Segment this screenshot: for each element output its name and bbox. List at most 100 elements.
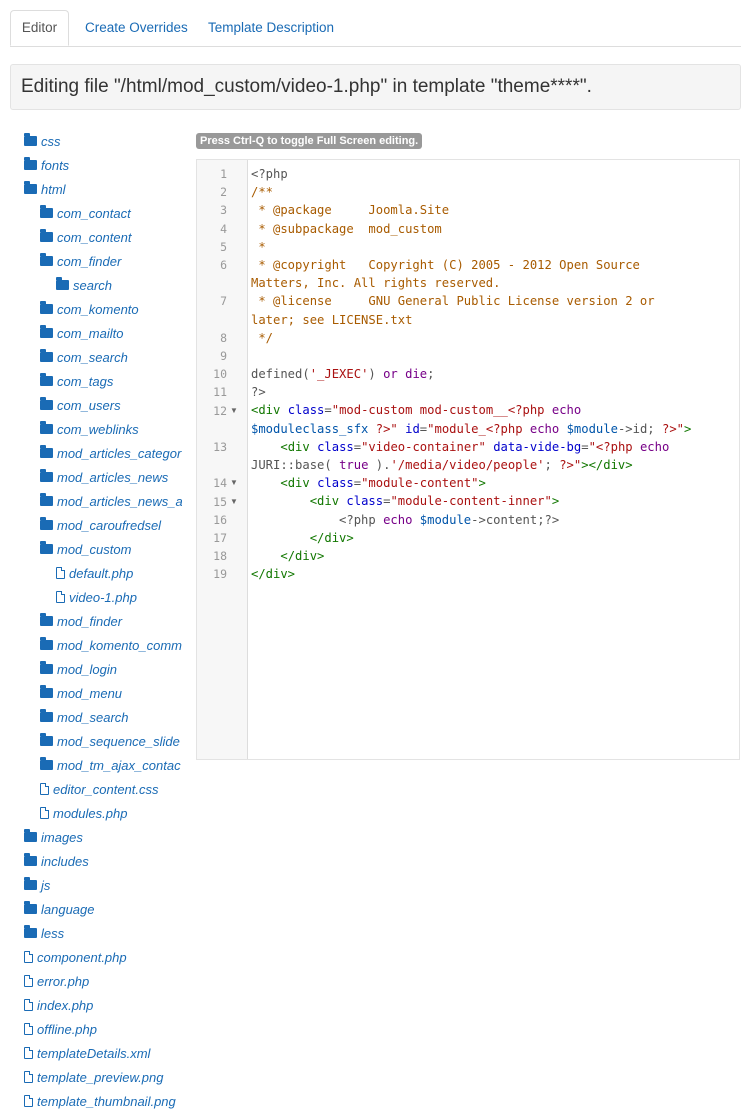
tree-item[interactable]: mod_sequence_slide <box>40 732 182 752</box>
folder-icon <box>40 253 53 267</box>
tree-item-label: editor_content.css <box>53 782 159 797</box>
tree-item[interactable]: index.php <box>24 996 182 1016</box>
code-token: = <box>581 439 589 454</box>
code-line: $moduleclass_sfx ?>" id="module_<?php ec… <box>251 420 737 438</box>
code-token: = <box>419 421 428 436</box>
line-number: 4 <box>220 221 227 236</box>
file-icon <box>56 567 65 580</box>
tree-item[interactable]: mod_search <box>40 708 182 728</box>
tree-item[interactable]: mod_finder <box>40 612 182 632</box>
folder-icon <box>40 709 53 723</box>
tree-item[interactable]: com_weblinks <box>40 420 182 440</box>
code-token: JURI::base( <box>251 458 340 472</box>
tree-item-label: mod_caroufredsel <box>57 518 162 533</box>
code-line: ?> <box>251 383 737 401</box>
line-number: 9 <box>220 349 227 363</box>
tab-editor[interactable]: Editor <box>10 10 69 46</box>
tree-item[interactable]: language <box>24 900 182 920</box>
tree-item[interactable]: css <box>24 132 182 152</box>
folder-icon <box>40 517 53 531</box>
fold-arrow-icon[interactable]: ▼ <box>230 496 238 506</box>
code-token: ->content;?> <box>471 512 560 527</box>
tree-item[interactable]: modules.php <box>40 804 182 824</box>
folder-icon <box>24 853 37 867</box>
tree-item[interactable]: mod_tm_ajax_contac <box>40 756 182 776</box>
tree-item[interactable]: less <box>24 924 182 944</box>
tree-item[interactable]: template_thumbnail.png <box>24 1092 182 1112</box>
tree-item[interactable]: com_finder <box>40 252 182 272</box>
tree-item[interactable]: component.php <box>24 948 182 968</box>
folder-icon <box>40 325 53 339</box>
tree-item[interactable]: editor_content.css <box>40 780 182 800</box>
tree-item[interactable]: com_tags <box>40 372 182 392</box>
tree-item[interactable]: includes <box>24 852 182 872</box>
line-number: 2 <box>220 185 227 200</box>
tree-item[interactable]: com_contact <box>40 204 182 224</box>
tree-item[interactable]: mod_login <box>40 660 182 680</box>
code-token: echo <box>383 512 413 527</box>
tree-item[interactable]: mod_articles_news <box>40 468 182 488</box>
code-area[interactable]: <?php/** * @package Joomla.Site * @subpa… <box>251 165 737 583</box>
folder-icon <box>40 541 53 555</box>
tree-item[interactable]: com_content <box>40 228 182 248</box>
code-token: </div> <box>251 567 296 582</box>
tree-item-label: default.php <box>69 566 134 581</box>
tree-item[interactable]: images <box>24 828 182 848</box>
folder-icon <box>40 637 53 651</box>
fold-arrow-icon[interactable]: ▼ <box>230 478 238 488</box>
tree-item[interactable]: com_mailto <box>40 324 182 344</box>
folder-icon <box>40 349 53 363</box>
tree-item[interactable]: video-1.php <box>56 588 182 608</box>
code-token: data-vide-bg <box>493 439 582 454</box>
tree-item[interactable]: mod_custom <box>40 540 182 560</box>
tab-create-overrides[interactable]: Create Overrides <box>85 20 188 35</box>
code-line: </div> <box>251 529 737 547</box>
tree-item[interactable]: mod_caroufredsel <box>40 516 182 536</box>
code-token: > <box>551 494 560 509</box>
tree-item[interactable]: search <box>56 276 182 296</box>
line-number: 13 <box>213 440 227 454</box>
tree-item[interactable]: com_search <box>40 348 182 368</box>
tree-item[interactable]: mod_menu <box>40 684 182 704</box>
code-token <box>251 476 280 490</box>
code-token: ). <box>368 458 391 472</box>
code-token: ?>" <box>559 458 582 472</box>
line-number: 3 <box>220 203 227 218</box>
tree-item[interactable]: offline.php <box>24 1020 182 1040</box>
tree-item[interactable]: error.php <box>24 972 182 992</box>
tree-item-label: com_contact <box>57 206 131 221</box>
tree-item[interactable]: js <box>24 876 182 896</box>
code-token: <div <box>309 494 340 509</box>
tree-item[interactable]: default.php <box>56 564 182 584</box>
folder-icon <box>40 685 53 699</box>
fold-arrow-icon[interactable]: ▼ <box>230 405 238 415</box>
tree-item-label: template_preview.png <box>37 1070 164 1085</box>
code-token: "module-content" <box>361 476 479 491</box>
tree-item-label: mod_finder <box>57 614 123 629</box>
tree-item[interactable]: mod_articles_news_a <box>40 492 182 512</box>
folder-icon <box>24 901 37 915</box>
code-line: * @subpackage mod_custom <box>251 220 737 238</box>
code-token: '/media/video/people' <box>390 458 545 472</box>
tab-template-description[interactable]: Template Description <box>208 20 335 35</box>
tree-item-label: template_thumbnail.png <box>37 1094 176 1109</box>
tree-item[interactable]: fonts <box>24 156 182 176</box>
tree-item-label: com_komento <box>57 302 139 317</box>
tree-item[interactable]: template_preview.png <box>24 1068 182 1088</box>
tree-item[interactable]: html <box>24 180 182 200</box>
tree-item[interactable]: com_komento <box>40 300 182 320</box>
code-token: * @package Joomla.Site <box>251 203 450 218</box>
tree-item-label: modules.php <box>53 806 128 821</box>
code-token: true <box>339 458 369 472</box>
tree-item-label: com_tags <box>57 374 114 389</box>
tree-item-label: offline.php <box>37 1022 97 1037</box>
tree-item[interactable]: mod_komento_comm <box>40 636 182 656</box>
code-line: * @copyright Copyright (C) 2005 - 2012 O… <box>251 256 737 274</box>
line-number: 5 <box>220 239 227 254</box>
code-token: die <box>405 367 428 382</box>
code-token: id <box>405 421 420 436</box>
tree-item[interactable]: com_users <box>40 396 182 416</box>
tree-item[interactable]: templateDetails.xml <box>24 1044 182 1064</box>
tree-item[interactable]: mod_articles_categor <box>40 444 182 464</box>
